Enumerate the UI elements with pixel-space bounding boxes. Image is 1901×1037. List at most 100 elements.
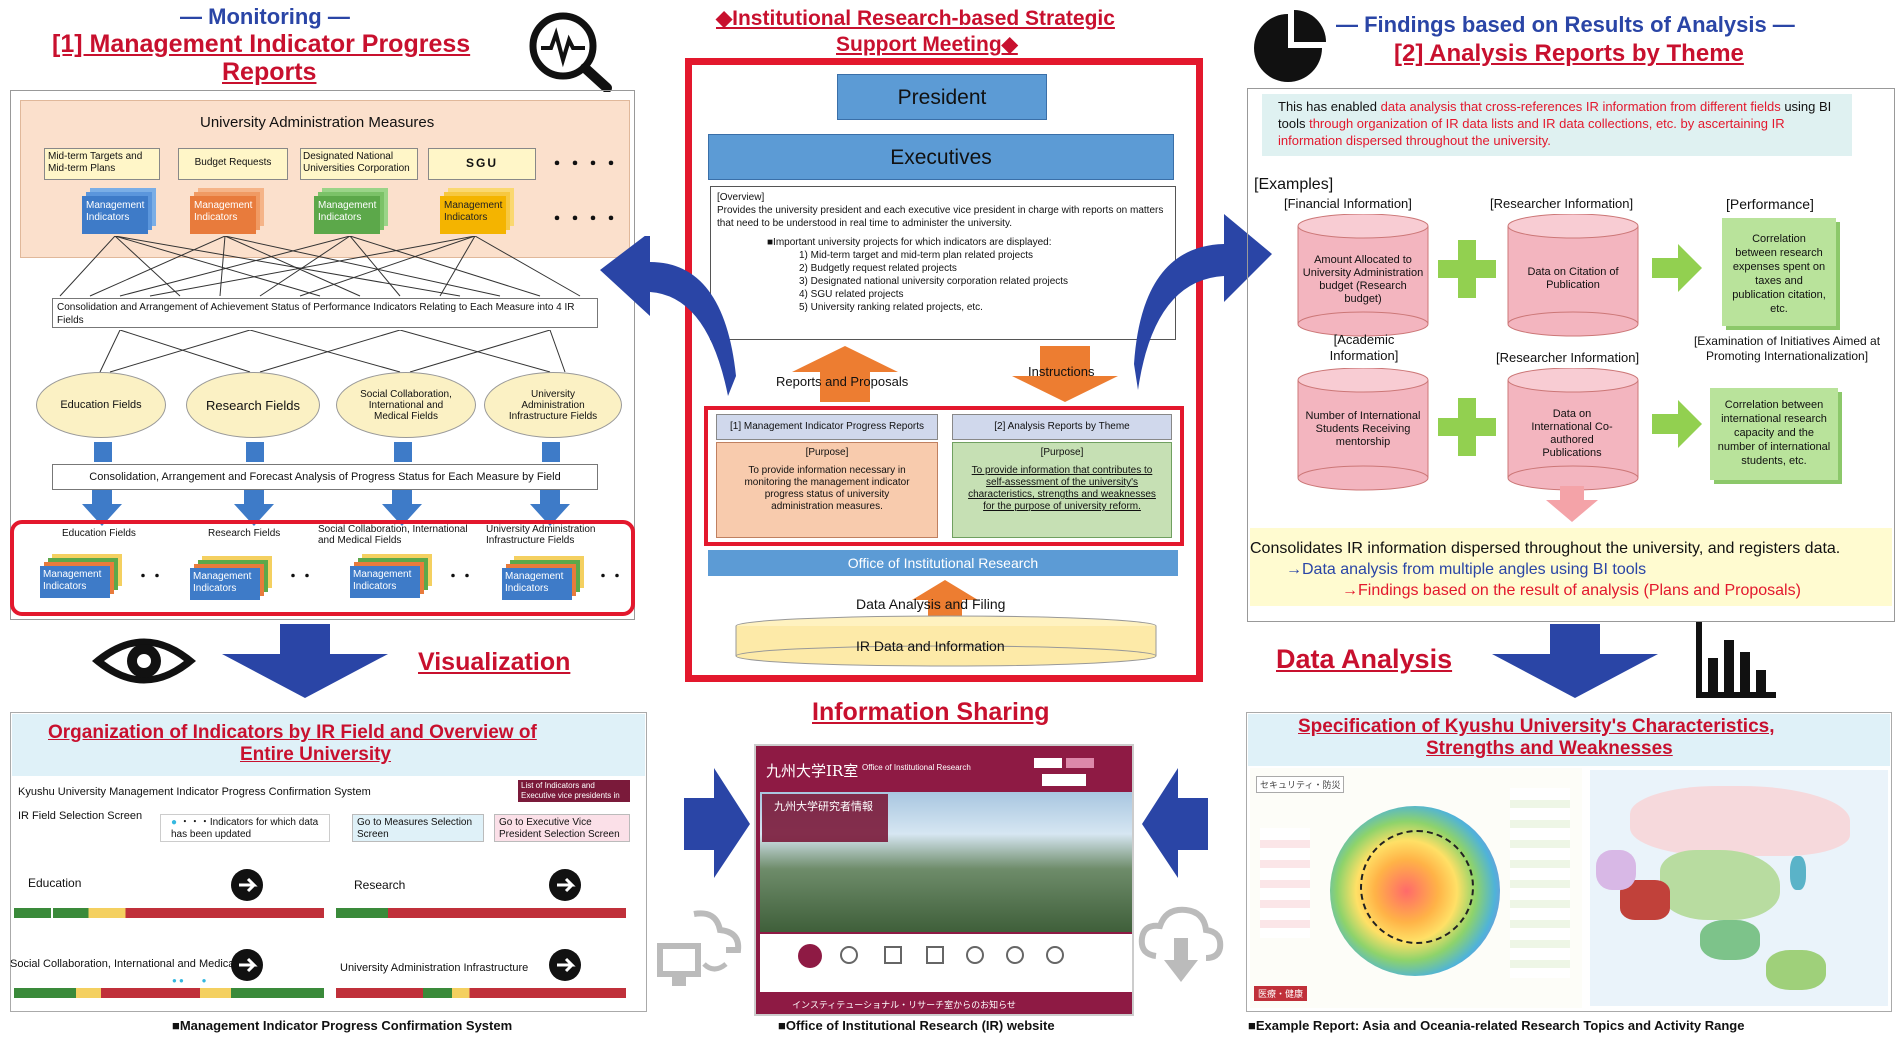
menu-icon-link[interactable] [1006,946,1024,964]
research-go-icon[interactable] [548,868,582,902]
monitoring-label: — Monitoring — [180,4,350,29]
report-panel-frame [1246,712,1892,1012]
indicator-more: ・・・・ [548,209,620,229]
small-down-arrows [94,442,560,462]
site-search-input[interactable] [1042,774,1086,786]
social-progress-bar [14,988,324,998]
cylinder-intl-students [1297,368,1429,491]
data-analysis-down-arrow [1492,624,1658,698]
research-progress-bar [336,908,626,918]
intl-students-label: Number of International Students Receivi… [1305,410,1421,448]
field-infrastructure: University Administration Infrastructure… [484,372,622,438]
field-indicators-red-frame [10,520,635,616]
center-title-line2: Support Meeting◆ [836,33,1018,56]
menu-icon-university[interactable] [926,946,944,964]
right-labels [1510,788,1570,978]
banner-box [762,794,888,842]
website-subheader: Office of Institutional Research [862,763,971,772]
lang-button-ja[interactable] [1034,758,1062,768]
updated-dots-social: ● ● ● [172,976,207,985]
exam-init-label: [Examination of Initiatives Aimed at Pro… [1693,334,1881,363]
green-arrow-2 [1652,400,1702,448]
report-title-band [1248,714,1890,766]
left-labels [1260,828,1310,938]
coauthored-label: Data on International Co-authored Public… [1531,408,1613,459]
fin-info-label: [Financial Information] [1284,196,1412,211]
connector-lines-mid [99,330,566,373]
eye-icon [92,638,196,684]
map-china [1660,850,1780,920]
res-info-label: [Researcher Information] [1490,196,1634,211]
field-education: Education Fields [36,372,166,438]
ir-field-selection-label: IR Field Selection Screen [18,810,143,822]
menu-icon-info[interactable] [966,946,984,964]
findings-label: — Findings based on Results of Analysis … [1336,12,1795,37]
social-go-icon[interactable] [230,948,264,982]
mgmt-indicator-stack-green: Management Indicators [314,196,380,234]
president-box: President [837,74,1047,120]
lang-button-en[interactable] [1066,758,1094,768]
map-japan [1790,856,1806,890]
ua-measures-title: University Administration Measures [200,114,435,131]
website-screenshot: 九州大学IR室 Office of Institutional Research… [754,744,1134,1016]
education-go-icon[interactable] [230,868,264,902]
report2-purpose-text: To provide information that contributes … [968,465,1156,512]
curved-arrow-right [1134,214,1272,390]
bottom-field-infra: University Administration Infrastructure… [486,524,596,546]
field-research: Research Fields [186,372,320,438]
intro-text-3: fields [1750,99,1781,114]
menu-icon-system[interactable] [884,946,902,964]
right-panel-frame [1247,88,1895,622]
left-panel-frame [10,90,635,620]
researcher-banner: 九州大学研究者情報 [774,800,873,813]
orange-up-arrow-small [912,580,978,622]
system-title-band [12,714,645,776]
left-title-line2: Reports [222,58,317,86]
topic-dashed-circle [1360,830,1474,944]
center-title-line1: ◆Institutional Research-based Strategic [716,7,1115,30]
research-row-label: Research [354,878,406,892]
visualization-down-arrow [222,624,388,698]
left-title-line1: [1] Management Indicator Progress [52,30,471,58]
orange-up-arrow [792,346,898,402]
visualization-label: Visualization [418,648,571,676]
medical-tag: 医療・健康 [1254,986,1308,1001]
correlation-1: Correlation between research expenses sp… [1722,218,1836,326]
cloud-download-icon [1138,906,1224,982]
map-indonesia [1766,950,1826,990]
infra-go-icon[interactable] [548,948,582,982]
list-exec-button[interactable]: List of Indicators and Executive vice pr… [518,780,630,810]
map-middle-east [1596,850,1636,890]
citation-label: Data on Citation of Publication [1527,266,1619,291]
system-title-line1: Organization of Indicators by IR Field a… [48,722,537,743]
report1-purpose-text: To provide information necessary in moni… [744,465,910,512]
report1-title: [1] Management Indicator Progress Report… [716,414,938,440]
consolidation-box-1: Consolidation and Arrangement of Achieve… [52,298,598,328]
menu-icon-global[interactable] [840,946,858,964]
project-4: 4) SGU related projects [799,289,904,300]
cloud-sync-icon [657,910,742,986]
system-panel-frame [10,712,647,1012]
examples-label: [Examples] [1254,176,1334,193]
magnifier-chart-icon [529,12,612,92]
executives-box: Executives [708,134,1174,180]
amount-label: Amount Allocated to University Administr… [1302,254,1424,305]
menu-icon-access[interactable] [1046,946,1064,964]
measure-budget: Budget Requests [178,148,288,180]
caption-right: ■Example Report: Asia and Oceania-relate… [1248,1018,1745,1033]
caption-center: ■Office of Institutional Research (IR) w… [778,1018,1055,1033]
go-measures-button[interactable]: Go to Measures Selection Screen [352,814,484,842]
go-exec-button[interactable]: Go to Executive Vice President Selection… [494,814,630,842]
important-label: ■Important university projects for which… [767,237,1052,248]
menu-icon-data[interactable] [798,944,822,968]
intro-text-5: through organization of IR data lists an… [1309,116,1677,131]
updated-note: ・・・Indicators for which data has been up… [171,817,319,840]
overview-box: [Overview] Provides the university presi… [710,186,1176,340]
stack-infra: Management Indicators [502,568,572,600]
intro-text-4: using BI tools [1278,99,1832,131]
consolidates-text: Consolidates IR information dispersed th… [1250,540,1841,557]
measure-dnuc: Designated National Universities Corpora… [300,148,418,180]
dots-2: ・・ [286,568,314,584]
dots-3: ・・ [446,568,474,584]
updated-dot: ● [171,817,178,828]
